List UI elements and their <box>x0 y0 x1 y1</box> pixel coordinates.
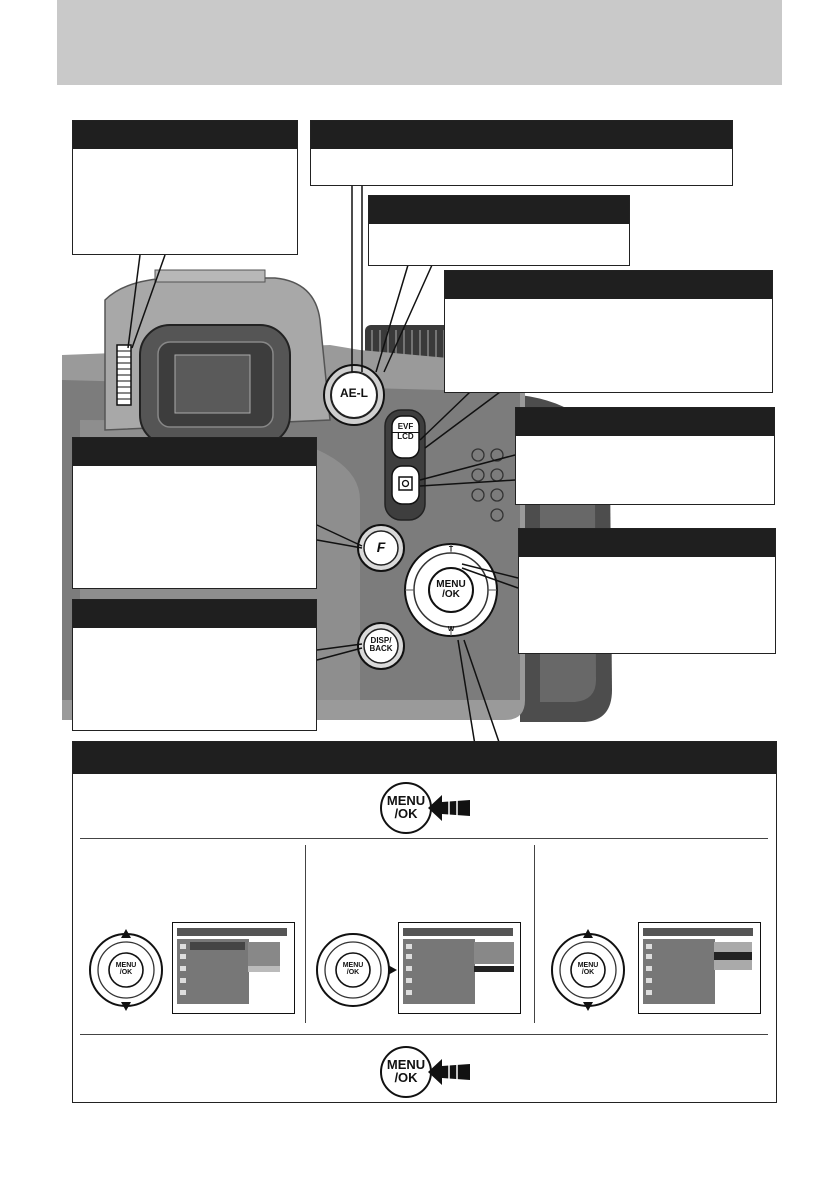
ok-label: /OK <box>346 969 360 976</box>
dpad-up-label: T <box>448 546 454 553</box>
step2-dpad <box>316 933 397 1007</box>
step2-screen <box>398 922 521 1014</box>
disp-label: DISP/ <box>370 636 392 645</box>
up-arrow-icon <box>583 929 593 938</box>
callout-evf-lcd <box>444 270 773 393</box>
f-label: F <box>376 539 386 555</box>
evf-label: EVF <box>397 422 414 431</box>
callout-ae-l <box>310 120 733 186</box>
callout-f-button <box>72 437 317 589</box>
column-divider <box>534 845 535 1023</box>
menu-press-graphic-top <box>380 782 470 834</box>
menu-label: MENU <box>386 1057 426 1072</box>
up-arrow-icon <box>121 929 131 938</box>
f-button[interactable]: F <box>364 540 398 554</box>
lcd-label: LCD <box>392 432 419 441</box>
callout-bar <box>73 600 316 628</box>
menu-label: MENU <box>436 579 466 590</box>
menu-press-graphic-bottom <box>380 1046 470 1098</box>
back-label: BACK <box>369 644 393 653</box>
step3-screen <box>638 922 761 1014</box>
menu-ok-mini-1: MENU /OK <box>111 962 141 976</box>
ae-l-label: AE-L <box>340 386 368 400</box>
menu-label: MENU <box>577 962 599 969</box>
callout-dpad <box>518 528 776 654</box>
callout-diopter <box>72 120 298 255</box>
callout-bar <box>311 121 732 149</box>
menu-label: MENU <box>115 962 137 969</box>
step1-screen <box>172 922 295 1014</box>
callout-bar <box>73 438 316 466</box>
menu-ok-icon-bottom: MENU /OK <box>384 1058 428 1084</box>
disp-back-button[interactable]: DISP/ BACK <box>364 637 398 653</box>
menu-ok-icon-top: MENU /OK <box>384 794 428 820</box>
step3-dpad <box>551 929 625 1011</box>
menu-ok-mini-2: MENU /OK <box>338 962 368 976</box>
column-divider <box>305 845 306 1023</box>
callout-bar <box>519 529 775 557</box>
down-arrow-icon <box>121 1002 131 1011</box>
menu-label: MENU <box>386 793 426 808</box>
ae-l-button[interactable]: AE-L <box>331 387 377 399</box>
magnifier-icon <box>398 476 413 491</box>
callout-disp-back <box>72 599 317 731</box>
callout-focus-check <box>515 407 775 505</box>
ok-label: /OK <box>119 969 133 976</box>
dpad-down-label: W <box>447 626 455 633</box>
callout-bar <box>73 121 297 149</box>
ok-label: /OK <box>394 806 418 821</box>
focus-check-button[interactable] <box>392 473 419 495</box>
callout-bar <box>369 196 629 224</box>
section-divider <box>80 1034 768 1035</box>
menu-ok-mini-3: MENU /OK <box>573 962 603 976</box>
evf-lcd-button[interactable]: EVF LCD <box>392 423 419 441</box>
down-arrow-icon <box>583 1002 593 1011</box>
right-arrow-icon <box>388 965 397 975</box>
menu-label: MENU <box>342 962 364 969</box>
ok-label: /OK <box>442 589 460 600</box>
callout-bar <box>445 271 772 299</box>
section-divider <box>80 838 768 839</box>
callout-bar <box>73 742 776 774</box>
ok-label: /OK <box>581 969 595 976</box>
ok-label: /OK <box>394 1070 418 1085</box>
step1-dpad <box>89 929 163 1011</box>
callout-metering <box>368 195 630 266</box>
callout-bar <box>516 408 774 436</box>
page-header-band <box>57 0 782 85</box>
menu-ok-button[interactable]: MENU /OK <box>429 580 473 600</box>
